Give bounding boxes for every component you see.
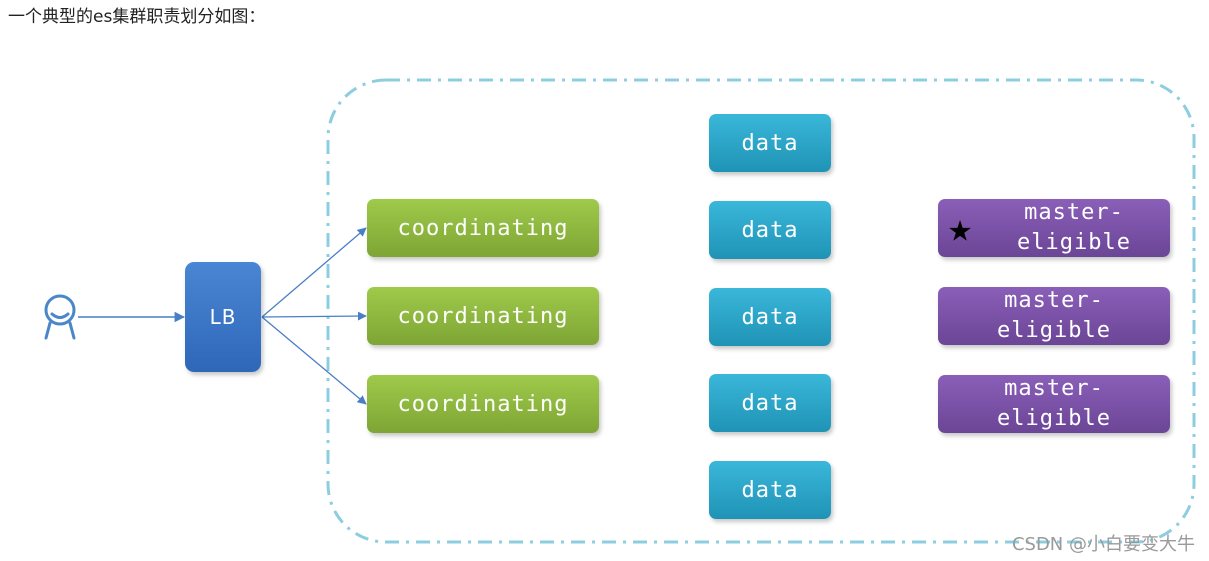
coordinating-node: coordinating [367, 287, 599, 345]
load-balancer-label: LB [209, 305, 237, 329]
coordinating-node-label: coordinating [397, 303, 569, 329]
data-node-label: data [741, 130, 799, 156]
data-node-label: data [741, 217, 799, 243]
data-node: data [709, 201, 831, 259]
coordinating-node: coordinating [367, 199, 599, 257]
data-node: data [709, 288, 831, 346]
user-icon [44, 294, 76, 340]
master-eligible-label: master- eligible [1017, 200, 1131, 255]
page-caption: 一个典型的es集群职责划分如图： [8, 7, 266, 27]
lb-to-coordinating-1-arrow [261, 227, 367, 318]
coordinating-node-label: coordinating [397, 391, 569, 417]
cluster-boundary [326, 78, 1196, 544]
data-node-label: data [741, 477, 799, 503]
lb-to-coordinating-2-arrow [261, 311, 367, 321]
data-node: data [709, 461, 831, 519]
lb-to-coordinating-3-arrow [261, 316, 367, 405]
coordinating-node: coordinating [367, 375, 599, 433]
master-eligible-node-elected: ★ master- eligible [938, 199, 1170, 257]
data-node: data [709, 114, 831, 172]
data-node: data [709, 374, 831, 432]
master-eligible-node: master- eligible [938, 375, 1170, 433]
watermark: CSDN @小白要变大牛 [1011, 534, 1195, 555]
data-node-label: data [741, 390, 799, 416]
master-eligible-label: master- eligible [997, 376, 1111, 431]
load-balancer-node: LB [185, 262, 261, 372]
master-eligible-node: master- eligible [938, 287, 1170, 345]
master-eligible-label: master- eligible [997, 288, 1111, 343]
star-icon: ★ [948, 205, 974, 251]
data-node-label: data [741, 304, 799, 330]
coordinating-node-label: coordinating [397, 215, 569, 241]
